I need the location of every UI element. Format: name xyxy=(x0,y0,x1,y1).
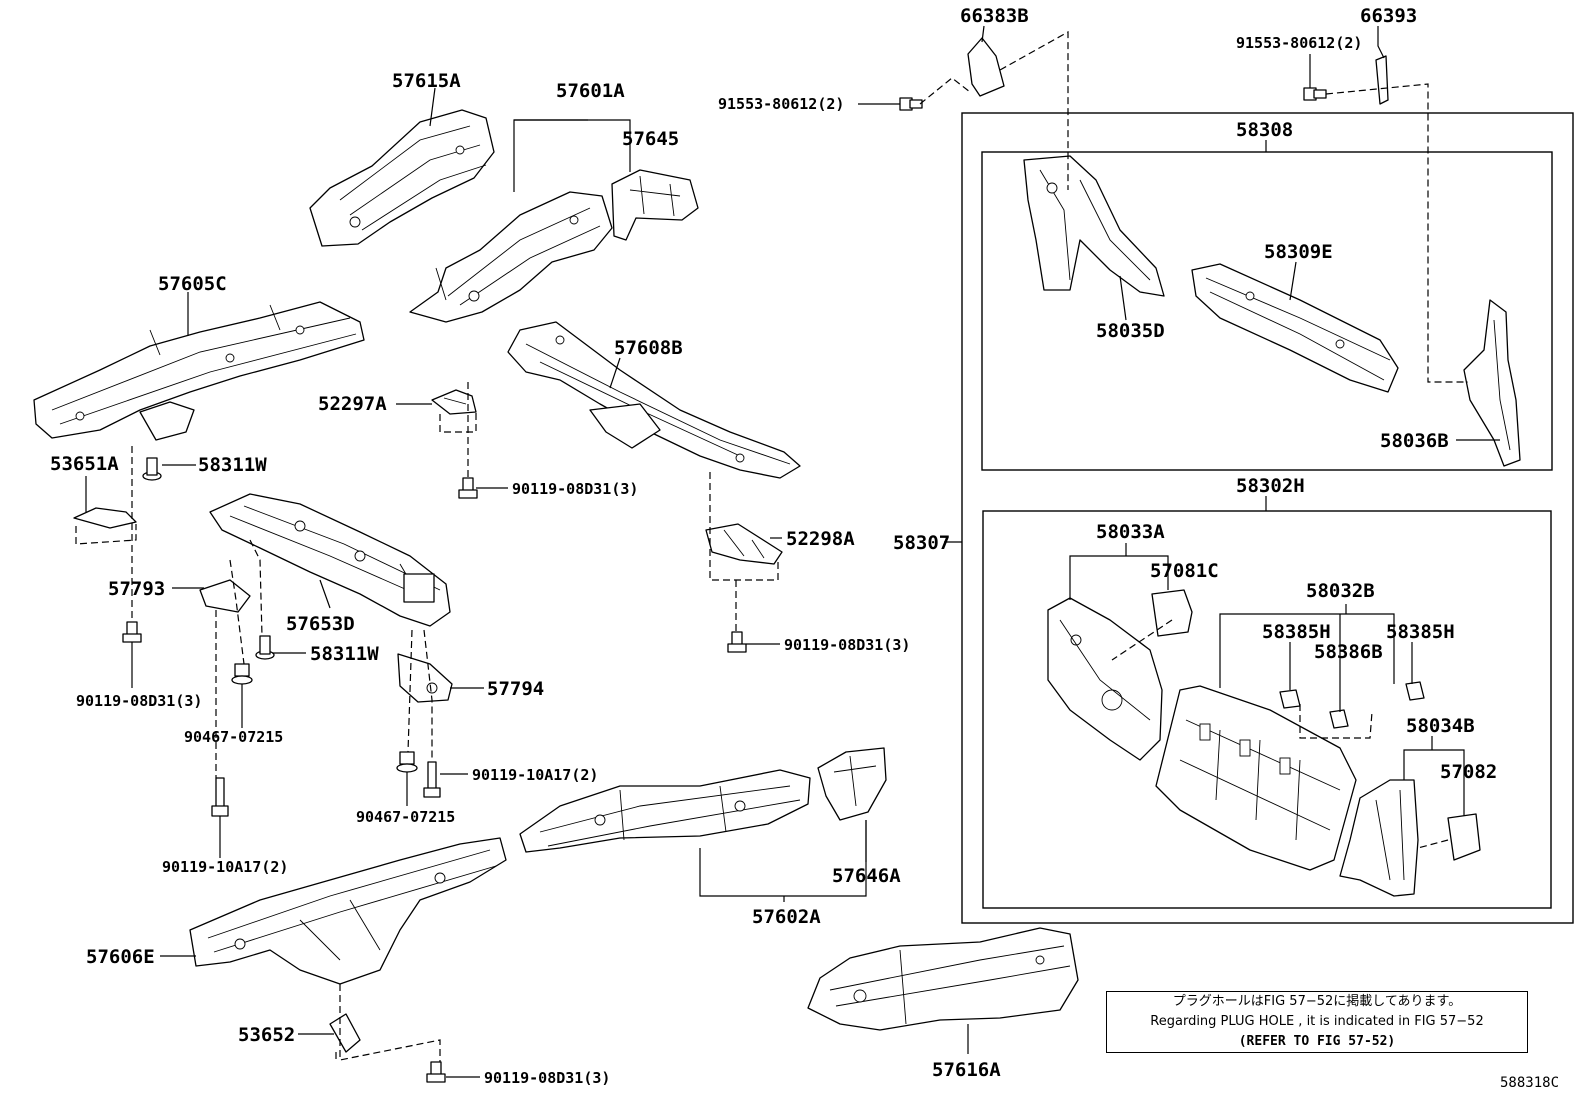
leader-lines xyxy=(85,25,1500,1078)
note-line-english: Regarding PLUG HOLE , it is indicated in… xyxy=(1150,1014,1484,1029)
bolt-90119-08D31-b xyxy=(727,631,747,653)
label-58385H-a: 58385H xyxy=(1262,621,1331,643)
label-57082: 57082 xyxy=(1440,761,1497,783)
label-57653D: 57653D xyxy=(286,613,355,635)
clip-58385H-b xyxy=(1405,681,1425,701)
label-90467-07215-a: 90467-07215 xyxy=(184,728,283,746)
label-90119-10A17-b: 90119-10A17(2) xyxy=(162,858,288,876)
label-57794: 57794 xyxy=(487,678,544,700)
part-58033A xyxy=(1047,597,1163,761)
label-57602A: 57602A xyxy=(752,906,821,928)
part-58035D xyxy=(1023,155,1165,297)
label-53652: 53652 xyxy=(238,1024,295,1046)
label-57616A: 57616A xyxy=(932,1059,1001,1081)
clip-58386B xyxy=(1329,709,1349,729)
part-57615A xyxy=(309,109,495,247)
bolt-91553-80612-a xyxy=(899,97,923,111)
part-53651A xyxy=(73,507,137,529)
part-57608B xyxy=(507,321,801,479)
part-57606E xyxy=(189,837,507,985)
part-66393 xyxy=(1375,55,1389,105)
part-57616A xyxy=(807,927,1079,1031)
clip-58311W-mid xyxy=(255,635,275,660)
part-57602A xyxy=(519,769,811,853)
clip-58311W-top xyxy=(142,457,162,481)
label-58386B: 58386B xyxy=(1314,641,1383,663)
group-frame-58302H xyxy=(982,510,1552,909)
label-57605C: 57605C xyxy=(158,273,227,295)
label-66383B: 66383B xyxy=(960,5,1029,27)
plug-hole-note: プラグホールはFIG 57−52に掲載してあります。 Regarding PLU… xyxy=(1106,991,1528,1053)
label-58385H-b: 58385H xyxy=(1386,621,1455,643)
label-90119-08D31-c: 90119-08D31(3) xyxy=(76,692,202,710)
part-66383B xyxy=(967,37,1005,97)
label-52298A: 52298A xyxy=(786,528,855,550)
part-57645 xyxy=(611,169,699,241)
part-58309E xyxy=(1191,263,1399,393)
part-57793 xyxy=(199,579,251,613)
label-57645: 57645 xyxy=(622,128,679,150)
label-90119-08D31-d: 90119-08D31(3) xyxy=(484,1069,610,1087)
label-66393: 66393 xyxy=(1360,5,1417,27)
label-58032B: 58032B xyxy=(1306,580,1375,602)
label-58034B: 58034B xyxy=(1406,715,1475,737)
clip-58385H-a xyxy=(1279,689,1301,709)
part-52298A xyxy=(705,523,783,565)
label-90119-10A17-a: 90119-10A17(2) xyxy=(472,766,598,784)
bolt-90119-10A17-a xyxy=(211,777,229,817)
label-57793: 57793 xyxy=(108,578,165,600)
note-line-refer: (REFER TO FIG 57-52) xyxy=(1238,1034,1396,1049)
label-91553-80612-a: 91553-80612(2) xyxy=(718,95,844,113)
label-90119-08D31-a: 90119-08D31(3) xyxy=(512,480,638,498)
label-58309E: 58309E xyxy=(1264,241,1333,263)
part-58036B xyxy=(1463,299,1521,467)
label-91553-80612-b: 91553-80612(2) xyxy=(1236,34,1362,52)
bolt-90119-08D31-a xyxy=(458,477,478,499)
part-57653D xyxy=(209,493,451,627)
label-58311W-mid: 58311W xyxy=(310,643,379,665)
label-53651A: 53651A xyxy=(50,453,119,475)
part-58034B xyxy=(1339,779,1419,897)
figure-id: 588318C xyxy=(1500,1075,1560,1091)
part-57646A xyxy=(817,747,887,821)
label-58307: 58307 xyxy=(893,532,950,554)
label-57601A: 57601A xyxy=(556,80,625,102)
bolt-90467-07215-a xyxy=(231,663,253,685)
part-58032B xyxy=(1155,685,1357,871)
label-58036B: 58036B xyxy=(1380,430,1449,452)
label-58311W-top: 58311W xyxy=(198,454,267,476)
label-52297A: 52297A xyxy=(318,393,387,415)
part-57082 xyxy=(1447,813,1481,861)
bolt-90119-10A17-b xyxy=(423,761,441,798)
label-58302H: 58302H xyxy=(1236,475,1305,497)
label-57615A: 57615A xyxy=(392,70,461,92)
group-frame-58307 xyxy=(961,112,1574,924)
part-53652 xyxy=(329,1013,361,1053)
dashed-assembly-lines xyxy=(75,30,1468,1062)
part-labels: 57615A 57601A 57645 57605C 57608B 52297A… xyxy=(50,5,1497,1087)
bolt-90467-07215-b xyxy=(396,751,418,773)
part-57794 xyxy=(397,653,453,703)
label-57646A: 57646A xyxy=(832,865,901,887)
label-58035D: 58035D xyxy=(1096,320,1165,342)
bolt-91553-80612-b xyxy=(1303,87,1327,101)
group-frame-58308 xyxy=(981,151,1553,471)
bolt-90119-08D31-c xyxy=(122,621,142,643)
label-58308: 58308 xyxy=(1236,119,1293,141)
label-57606E: 57606E xyxy=(86,946,155,968)
bolt-90119-08D31-d xyxy=(426,1061,446,1083)
part-57605C xyxy=(33,301,365,441)
note-line-japanese: プラグホールはFIG 57−52に掲載してあります。 xyxy=(1172,994,1462,1009)
label-57081C: 57081C xyxy=(1150,560,1219,582)
label-58033A: 58033A xyxy=(1096,521,1165,543)
label-90119-08D31-b: 90119-08D31(3) xyxy=(784,636,910,654)
part-57601A xyxy=(409,191,613,323)
label-57608B: 57608B xyxy=(614,337,683,359)
label-90467-07215-b: 90467-07215 xyxy=(356,808,455,826)
part-52297A xyxy=(431,389,477,415)
part-57081C xyxy=(1151,589,1193,637)
